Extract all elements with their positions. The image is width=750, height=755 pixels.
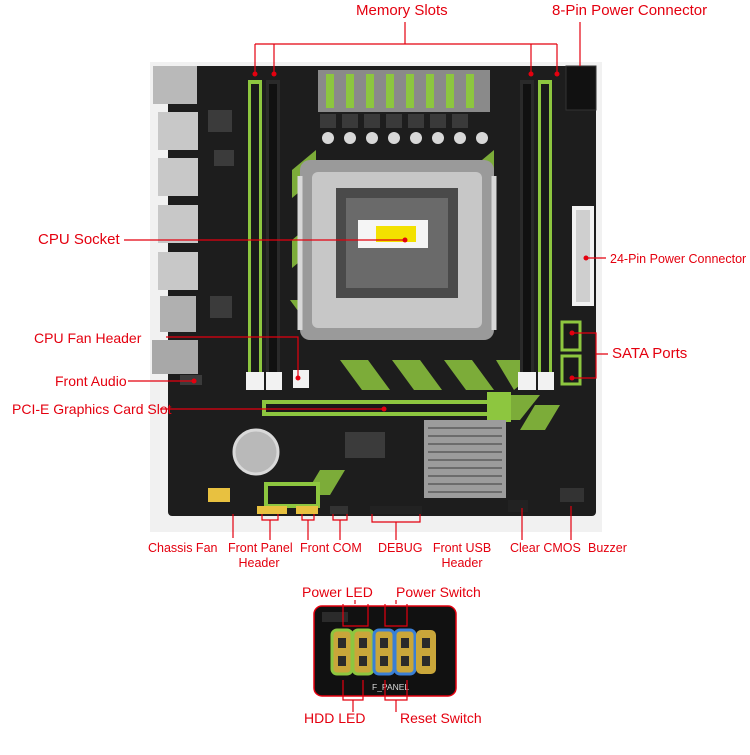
eight-pin-graphic xyxy=(565,65,597,111)
label-front-audio: Front Audio xyxy=(55,373,127,389)
label-front-panel-header: Front Panel Header xyxy=(228,541,293,571)
label-pcie-slot: PCI-E Graphics Card Slot xyxy=(12,401,172,417)
label-clear-cmos: Clear CMOS xyxy=(510,541,581,555)
label-buzzer: Buzzer xyxy=(588,541,627,555)
memory-slots-left xyxy=(246,80,282,390)
label-sata-ports: SATA Ports xyxy=(612,345,688,362)
fpanel-silkscreen: F_PANEL xyxy=(372,682,409,692)
bottom-headers xyxy=(208,482,584,514)
front-audio-graphic xyxy=(180,375,202,385)
front-panel-inset: F_PANEL xyxy=(313,600,457,712)
vrm-area xyxy=(318,70,490,144)
label-front-panel-line1: Front Panel xyxy=(228,541,293,555)
cpu-socket-graphic xyxy=(297,160,497,340)
misc-chips xyxy=(208,110,385,458)
label-8-pin-power: 8-Pin Power Connector xyxy=(552,2,708,19)
label-front-panel-line2: Header xyxy=(238,556,280,570)
label-reset-switch: Reset Switch xyxy=(400,710,482,726)
chipset-heatsink xyxy=(424,420,506,498)
label-front-usb-line2: Header xyxy=(441,556,483,570)
twenty-four-pin-graphic xyxy=(572,206,594,306)
label-hdd-led: HDD LED xyxy=(304,710,366,726)
memory-slots-right xyxy=(518,80,554,390)
motherboard xyxy=(152,65,597,516)
leader-lines xyxy=(124,22,608,540)
sata-graphic xyxy=(560,320,582,386)
label-front-com: Front COM xyxy=(300,541,362,555)
label-front-usb-line1: Front USB xyxy=(432,541,492,555)
label-power-switch: Power Switch xyxy=(396,584,481,600)
label-24-pin-power: 24-Pin Power Connector xyxy=(610,252,747,266)
label-chassis-fan: Chassis Fan xyxy=(148,541,218,555)
fpanel-pins xyxy=(330,628,436,676)
label-memory-slots: Memory Slots xyxy=(356,2,448,19)
label-cpu-socket: CPU Socket xyxy=(38,231,120,248)
label-power-led: Power LED xyxy=(302,584,373,600)
label-debug: DEBUG xyxy=(378,541,423,555)
label-cpu-fan-header: CPU Fan Header xyxy=(34,330,142,346)
cmos-battery xyxy=(232,428,280,476)
label-front-usb-header: Front USB Header xyxy=(432,541,492,571)
cpu-fan-graphic xyxy=(293,370,309,388)
rear-io xyxy=(152,66,198,374)
